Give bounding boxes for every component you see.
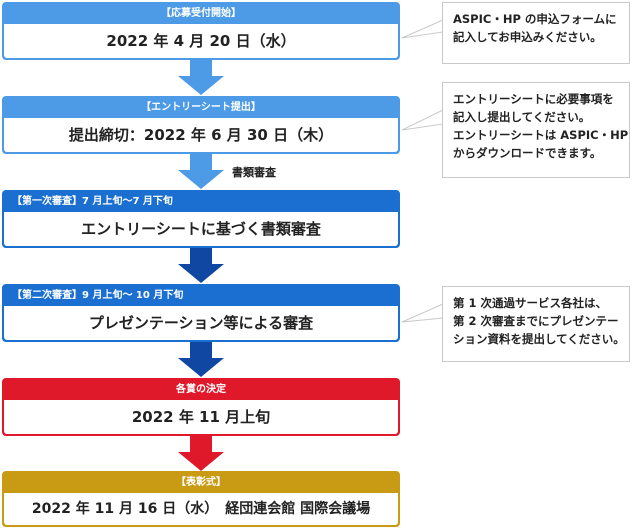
down-arrow-icon: [178, 248, 224, 283]
step-header: 【エントリーシート提出】: [4, 98, 398, 118]
note-second-review: 第 1 次通過サービス各社は、 第 2 次審査までにプレゼンテー ション資料を提…: [442, 286, 630, 362]
note-line: ASPIC・HP の申込フォームに: [453, 12, 617, 26]
step-header: 【第一次審査】7 月上旬～7 月下旬: [4, 192, 398, 212]
step-header: 【表彰式】: [4, 473, 398, 493]
down-arrow-icon: [178, 342, 224, 377]
step-application-start: 【応募受付開始】 2022 年 4 月 20 日（水）: [2, 2, 400, 60]
note-line: ション資料を提出してください。: [453, 332, 625, 346]
step-body: 2022 年 4 月 20 日（水）: [4, 24, 398, 58]
step-header: 各賞の決定: [4, 380, 398, 400]
arrow-label: 書類審査: [232, 166, 276, 179]
note-application: ASPIC・HP の申込フォームに 記入してお申込みください。: [442, 2, 630, 64]
step-first-review: 【第一次審査】7 月上旬～7 月下旬 エントリーシートに基づく書類審査: [2, 190, 400, 248]
note-line: エントリーシートは ASPIC・HP: [453, 128, 629, 142]
down-arrow-icon: [178, 60, 224, 95]
step-body: プレゼンテーション等による審査: [4, 306, 398, 340]
note-line: 記入し提出してください。: [453, 110, 591, 124]
step-header: 【第二次審査】9 月上旬～ 10 月下旬: [4, 286, 398, 306]
step-body: 2022 年 11 月 16 日（水） 経団連会館 国際会議場: [4, 493, 398, 525]
down-arrow-icon: [178, 436, 224, 471]
step-entry-sheet: 【エントリーシート提出】 提出締切：2022 年 6 月 30 日（木）: [2, 96, 400, 154]
note-line: 第 1 次通過サービス各社は、: [453, 296, 608, 310]
down-arrow-icon: [178, 154, 224, 189]
step-body: 2022 年 11 月上旬: [4, 400, 398, 434]
step-award-ceremony: 【表彰式】 2022 年 11 月 16 日（水） 経団連会館 国際会議場: [2, 471, 400, 527]
step-body: エントリーシートに基づく書類審査: [4, 212, 398, 246]
callout-tail-icon: [401, 109, 444, 131]
callout-tail-icon: [401, 19, 444, 39]
step-award-decision: 各賞の決定 2022 年 11 月上旬: [2, 378, 400, 436]
step-second-review: 【第二次審査】9 月上旬～ 10 月下旬 プレゼンテーション等による審査: [2, 284, 400, 342]
note-line: 第 2 次審査までにプレゼンテー: [453, 314, 619, 328]
note-line: からダウンロードできます。: [453, 146, 602, 160]
callout-tail-icon: [401, 303, 444, 323]
note-line: エントリーシートに必要事項を: [453, 92, 614, 106]
note-entry-sheet: エントリーシートに必要事項を 記入し提出してください。 エントリーシートは AS…: [442, 82, 630, 178]
note-line: 記入してお申込みください。: [453, 30, 602, 44]
step-body: 提出締切：2022 年 6 月 30 日（木）: [4, 118, 398, 152]
step-header: 【応募受付開始】: [4, 4, 398, 24]
